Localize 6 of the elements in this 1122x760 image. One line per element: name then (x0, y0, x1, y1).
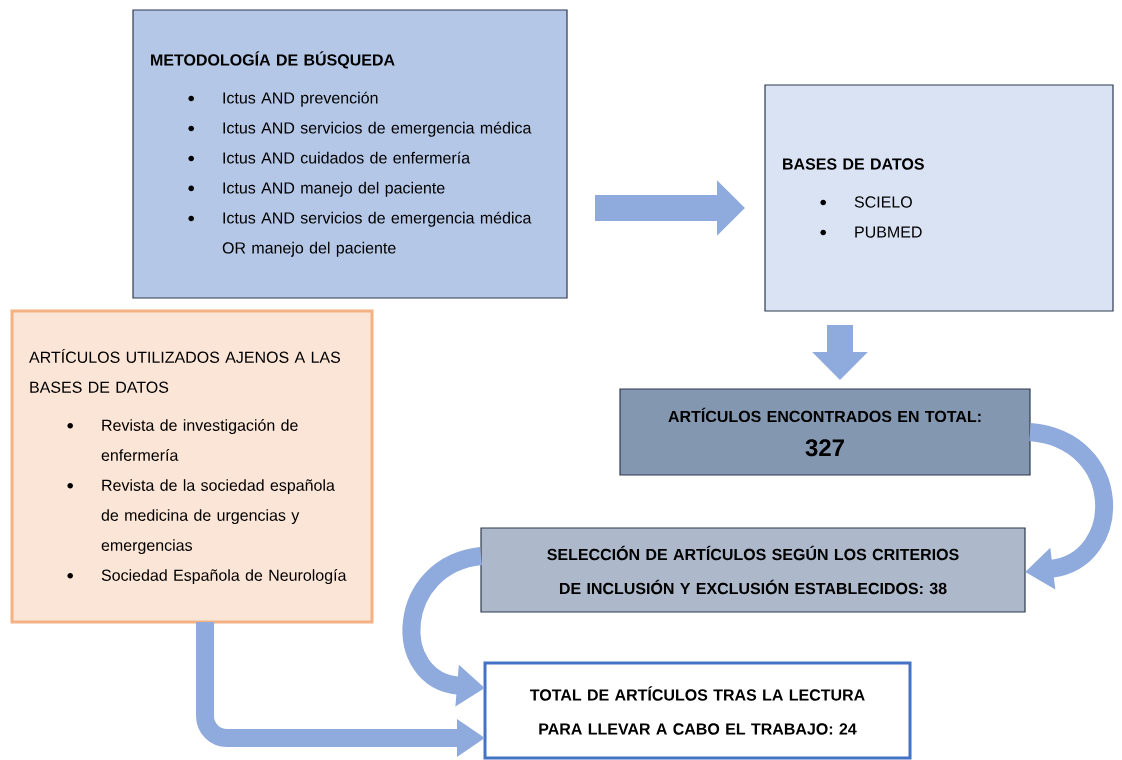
process-box: SELECCIÓN DE ARTÍCULOS SEGÚN LOS CRITERIOS DE INCLUSIÓN Y EXCLUSIÓN ESTABLECIDOS: 38 (480, 527, 1026, 613)
process-box: TOTAL DE ARTÍCULOS TRAS LA LECTURA PARA LLEVAR A CABO EL TRABAJO: 24 (483, 661, 912, 760)
process-box: METODOLOGÍA DE BÚSQUEDA Ictus AND prevención Ictus AND servicios de emergencia médica Ictus AND cuidados de enfermería Ictus AND manejo del paciente Ictus AND servicios de emergencia médica OR manejo del paciente (132, 9, 568, 299)
process-box: ARTÍCULOS ENCONTRADOS EN TOTAL: 327 (619, 388, 1031, 476)
process-box: ARTÍCULOS UTILIZADOS AJENOS A LAS BASES DE DATOS Revista de investigación de enfermería Revista de la sociedad española de medicina de urgencias y emergencias Sociedad Española de Neurología (10, 309, 374, 624)
process-box: BASES DE DATOS SCIELO PUBMED (764, 84, 1114, 312)
